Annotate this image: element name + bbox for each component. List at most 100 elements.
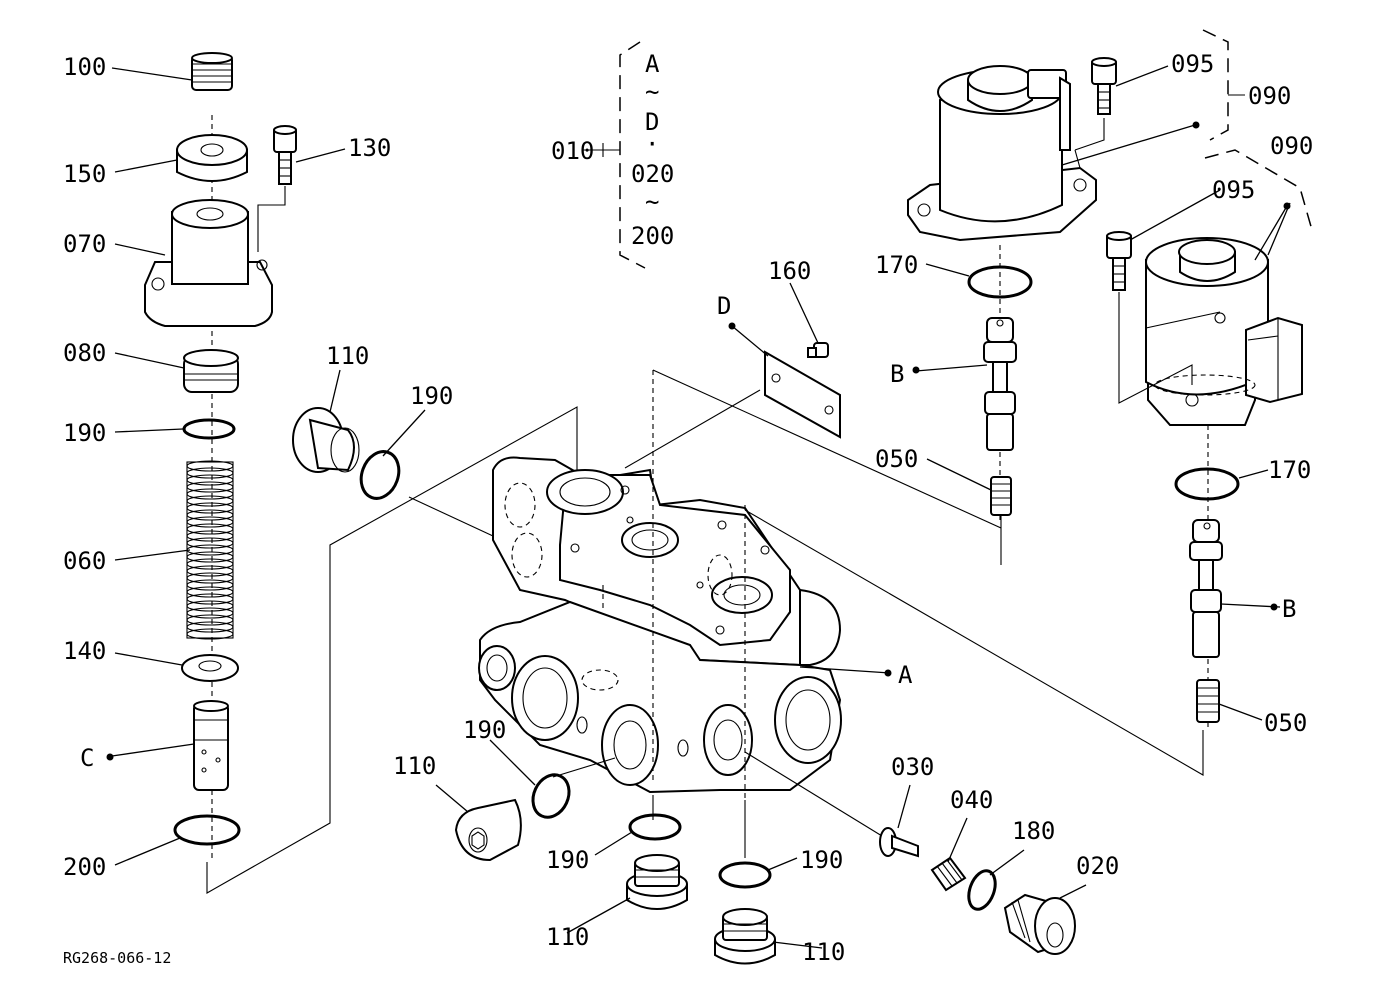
- ref-dot-090-top: [1192, 121, 1200, 129]
- label-140: 140: [63, 637, 106, 665]
- label-110-br: 110: [802, 938, 845, 966]
- label-110-bl: 110: [393, 752, 436, 780]
- spring-coil: [186, 565, 234, 577]
- part-150-nut: [176, 134, 248, 182]
- spring-coil: [186, 516, 234, 528]
- part-190-oring-left: [182, 418, 236, 440]
- ref-dot-D: [728, 322, 736, 330]
- label-190-left: 190: [63, 419, 106, 447]
- solenoid-right: [1145, 237, 1303, 426]
- label-B-top: B: [890, 360, 904, 388]
- label-095-right: 095: [1212, 176, 1255, 204]
- spring-coil: [186, 579, 234, 591]
- label-D: D: [717, 292, 731, 320]
- figure-code: RG268-066-12: [63, 949, 171, 967]
- label-060: 060: [63, 547, 106, 575]
- label-190-bc: 190: [546, 846, 589, 874]
- part-095-bolt-top: [1074, 57, 1117, 151]
- spring-coil: [186, 530, 234, 542]
- label-090-right: 090: [1270, 132, 1313, 160]
- spring-coil: [186, 586, 234, 598]
- part-095-bolt-right: [1106, 231, 1193, 404]
- spring-coil: [186, 628, 234, 640]
- label-A: A: [898, 661, 913, 689]
- ref-dot-C: [106, 753, 114, 761]
- part-030-poppet: [879, 827, 919, 858]
- label-110-top: 110: [326, 342, 369, 370]
- part-020-plug: [1003, 893, 1076, 955]
- label-070: 070: [63, 230, 106, 258]
- ref-dot-B-right: [1270, 603, 1278, 611]
- part-D-plate: [764, 350, 841, 439]
- part-110-plug-bc: [626, 854, 688, 910]
- part-070-cover: [144, 199, 273, 327]
- part-C-spool: [193, 700, 229, 791]
- label-180: 180: [1012, 817, 1055, 845]
- spring-coil: [186, 621, 234, 633]
- spring-coil: [186, 467, 234, 479]
- spring-coil: [186, 523, 234, 535]
- spring-coil: [186, 551, 234, 563]
- part-180-oring: [967, 869, 997, 911]
- part-B-spool-top: [983, 317, 1017, 451]
- part-170-oring-right: [1174, 467, 1240, 501]
- label-170-top: 170: [875, 251, 918, 279]
- label-leaders: [111, 65, 1291, 949]
- part-100-plug: [191, 52, 233, 91]
- ref-dot-090-right: [1283, 202, 1291, 210]
- spring-coil: [186, 460, 234, 472]
- part-labels: 100 150 130 070 080 190 060 140 C 200 11…: [63, 50, 1313, 967]
- label-100: 100: [63, 53, 106, 81]
- group-bracket-010: [583, 41, 646, 269]
- label-080: 080: [63, 339, 106, 367]
- left-stack: [144, 52, 578, 894]
- part-040-spring: [930, 856, 967, 892]
- part-190-oring-bl: [531, 773, 571, 819]
- part-050-spring-right: [1196, 679, 1220, 723]
- label-110-bc: 110: [546, 923, 589, 951]
- part-110-plug-bl: [454, 798, 522, 862]
- assembly-lines: [408, 369, 1204, 858]
- spring-coil: [186, 614, 234, 626]
- label-150: 150: [63, 160, 106, 188]
- spring-coil: [186, 600, 234, 612]
- part-110-plug-br: [714, 908, 776, 965]
- spring-coil: [186, 558, 234, 570]
- part-B-spool-right: [1189, 519, 1223, 658]
- group-label-tilde-1: ~: [645, 78, 659, 106]
- ref-dot-B-top: [912, 366, 920, 374]
- label-050-top: 050: [875, 445, 918, 473]
- group-label-A: A: [645, 50, 660, 78]
- label-170-right: 170: [1268, 456, 1311, 484]
- bracket-090-right: [1204, 149, 1313, 231]
- part-190-oring-bc: [628, 813, 682, 841]
- label-050-right: 050: [1264, 709, 1307, 737]
- group-label-tilde-2: ~: [645, 188, 659, 216]
- label-020: 020: [1076, 852, 1119, 880]
- part-190-oring-br: [718, 861, 772, 889]
- label-030: 030: [891, 753, 934, 781]
- label-190-br: 190: [800, 846, 843, 874]
- part-050-spring-top: [990, 476, 1012, 516]
- spring-coil: [186, 572, 234, 584]
- part-160-screw: [807, 342, 829, 358]
- assembly-line-left: [206, 406, 578, 894]
- group-label-D: D: [645, 108, 659, 136]
- part-200-oring: [173, 814, 241, 846]
- valve-body: [478, 370, 842, 800]
- label-160: 160: [768, 257, 811, 285]
- label-095-top: 095: [1171, 50, 1214, 78]
- label-190-top: 190: [410, 382, 453, 410]
- label-010: 010: [551, 137, 594, 165]
- part-080-piston: [183, 349, 239, 393]
- part-130-bolt: [257, 125, 297, 252]
- part-110-plug-top: [292, 407, 360, 473]
- group-label-dot: ·: [645, 130, 659, 158]
- spring-coil: [186, 495, 234, 507]
- spring-coil: [186, 488, 234, 500]
- part-060-spring: [186, 460, 234, 640]
- part-140-washer: [181, 654, 239, 682]
- spring-coil: [186, 607, 234, 619]
- label-040: 040: [950, 786, 993, 814]
